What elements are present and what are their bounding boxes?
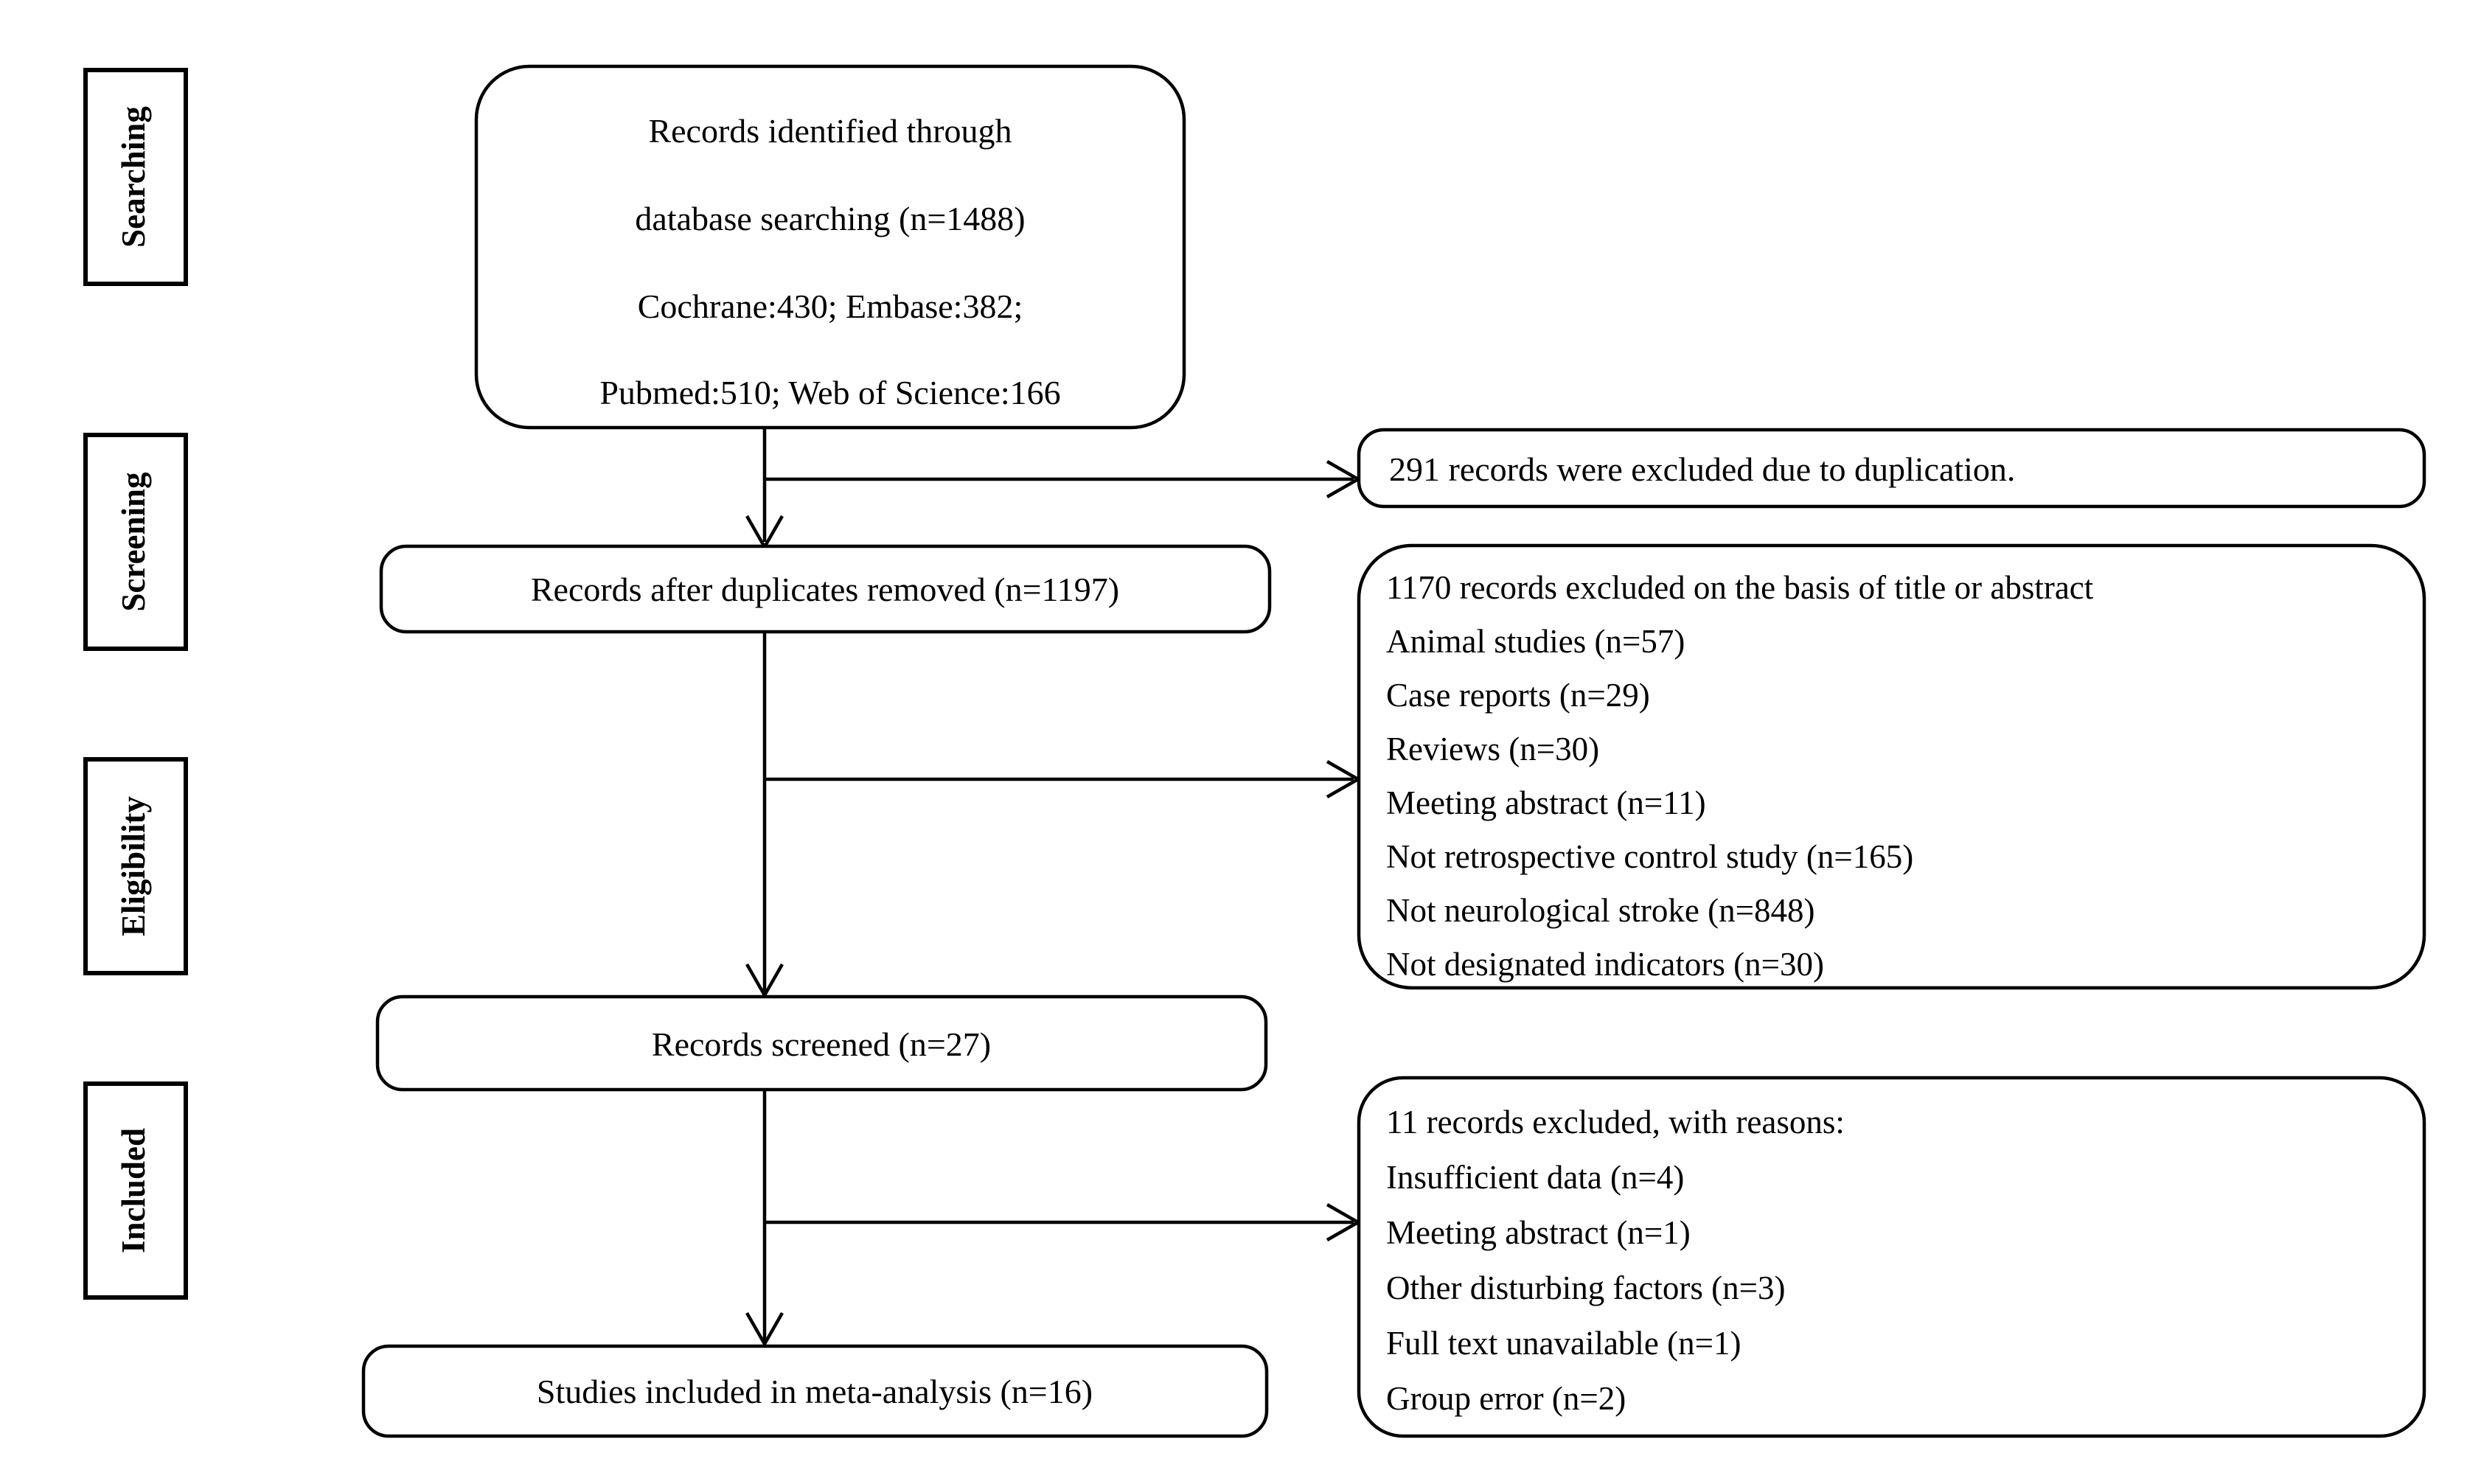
box-identification-line-2: database searching (n=1488) bbox=[635, 200, 1025, 237]
stage-label-searching-box bbox=[83, 68, 188, 286]
stage-label-searching-text: Searching bbox=[115, 106, 152, 248]
box-exclusion-title-abstract-line-6: Not retrospective control study (n=165) bbox=[1386, 838, 1913, 875]
stage-label-included-text: Included bbox=[115, 1128, 152, 1253]
connector-identification-to-after-duplicates bbox=[745, 428, 784, 551]
box-exclusion-title-abstract[interactable]: 1170 records excluded on the basis of ti… bbox=[1357, 543, 2426, 990]
box-exclusion-full-text-shape[interactable] bbox=[1357, 1076, 2426, 1438]
box-exclusion-title-abstract-line-7: Not neurological stroke (n=848) bbox=[1386, 892, 1814, 929]
stage-label-included-box bbox=[83, 1081, 188, 1300]
connector-screened-to-included bbox=[745, 1090, 784, 1348]
box-exclusion-title-abstract-line-1: 1170 records excluded on the basis of ti… bbox=[1386, 569, 2094, 606]
box-identification-line-1: Records identified through bbox=[648, 112, 1012, 150]
connector-to-duplication-box bbox=[765, 460, 1362, 498]
box-after-duplicates[interactable]: Records after duplicates removed (n=1197… bbox=[379, 544, 1272, 634]
connector-after-duplicates-to-screened bbox=[745, 632, 784, 999]
box-after-duplicates-shape[interactable] bbox=[379, 544, 1272, 634]
box-exclusion-full-text-line-2: Insufficient data (n=4) bbox=[1386, 1159, 1684, 1196]
box-exclusion-title-abstract-line-8: Not designated indicators (n=30) bbox=[1386, 946, 1824, 983]
stage-label-searching: Searching bbox=[83, 68, 188, 286]
box-exclusion-title-abstract-line-4: Reviews (n=30) bbox=[1386, 731, 1599, 767]
box-identification[interactable]: Records identified through database sear… bbox=[474, 64, 1186, 430]
stage-label-screening: Screening bbox=[83, 433, 188, 651]
box-exclusion-duplication-line-1: 291 records were excluded due to duplica… bbox=[1389, 450, 2015, 488]
box-exclusion-full-text-line-3: Meeting abstract (n=1) bbox=[1386, 1214, 1691, 1251]
stage-label-screening-box bbox=[83, 433, 188, 651]
stage-label-included: Included bbox=[83, 1081, 188, 1300]
box-records-screened-line-1: Records screened (n=27) bbox=[652, 1025, 991, 1063]
connector-to-title-abstract-box bbox=[765, 760, 1362, 798]
stage-label-eligibility-text: Eligibility bbox=[115, 795, 152, 936]
box-after-duplicates-line-1: Records after duplicates removed (n=1197… bbox=[531, 571, 1119, 608]
box-records-screened[interactable]: Records screened (n=27) bbox=[375, 994, 1268, 1092]
box-identification-line-3: Cochrane:430; Embase:382; bbox=[638, 288, 1023, 325]
connector-to-full-text-box bbox=[765, 1203, 1362, 1241]
stage-label-eligibility-box bbox=[83, 757, 188, 975]
box-exclusion-full-text[interactable]: 11 records excluded, with reasons: Insuf… bbox=[1357, 1076, 2426, 1438]
box-exclusion-full-text-line-1: 11 records excluded, with reasons: bbox=[1386, 1104, 1845, 1140]
box-exclusion-full-text-line-6: Group error (n=2) bbox=[1386, 1380, 1626, 1417]
stage-label-screening-text: Screening bbox=[115, 472, 152, 612]
box-studies-included-line-1: Studies included in meta-analysis (n=16) bbox=[537, 1373, 1093, 1410]
stage-label-eligibility: Eligibility bbox=[83, 757, 188, 975]
box-records-screened-shape[interactable] bbox=[375, 994, 1268, 1092]
box-exclusion-duplication[interactable]: 291 records were excluded due to duplica… bbox=[1357, 428, 2426, 509]
box-exclusion-title-abstract-line-5: Meeting abstract (n=11) bbox=[1386, 784, 1706, 821]
box-exclusion-title-abstract-line-3: Case reports (n=29) bbox=[1386, 677, 1650, 714]
box-identification-line-4: Pubmed:510; Web of Science:166 bbox=[599, 374, 1060, 411]
box-exclusion-title-abstract-line-2: Animal studies (n=57) bbox=[1386, 623, 1685, 660]
box-studies-included-shape[interactable] bbox=[361, 1344, 1269, 1438]
box-identification-shape[interactable] bbox=[474, 64, 1186, 430]
box-exclusion-full-text-line-4: Other disturbing factors (n=3) bbox=[1386, 1269, 1786, 1306]
box-studies-included[interactable]: Studies included in meta-analysis (n=16) bbox=[361, 1344, 1269, 1438]
box-exclusion-duplication-shape[interactable] bbox=[1357, 428, 2426, 509]
box-exclusion-full-text-line-5: Full text unavailable (n=1) bbox=[1386, 1325, 1741, 1362]
box-exclusion-title-abstract-shape[interactable] bbox=[1357, 543, 2426, 990]
